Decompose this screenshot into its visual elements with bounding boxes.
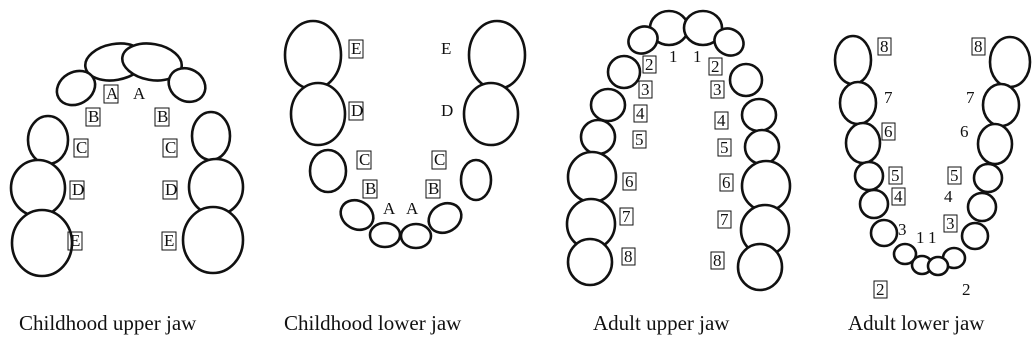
label-8-right: 8: [974, 37, 983, 56]
label-3-right: 3: [713, 80, 722, 99]
label-2-left: 2: [645, 55, 654, 74]
label-2-right: 2: [962, 280, 971, 299]
tooth-4-left: [591, 89, 625, 121]
caption-adult-upper-jaw: Adult upper jaw: [593, 311, 729, 336]
tooth-6-right: [742, 161, 790, 211]
label-C-left: C: [359, 150, 370, 169]
tooth-7-left: [840, 82, 876, 124]
tooth-D-right: [464, 83, 518, 145]
tooth-3-left: [871, 220, 897, 246]
tooth-8-left: [568, 239, 612, 285]
label-4-right: 4: [944, 187, 953, 206]
label-C-right: C: [165, 138, 176, 157]
tooth-4-left: [860, 190, 888, 218]
label-8-left: 8: [880, 37, 889, 56]
label-5-right: 5: [720, 138, 729, 157]
label-7-left: 7: [884, 88, 893, 107]
tooth-E-left: [285, 21, 341, 89]
label-4-left: 4: [636, 104, 645, 123]
label-B-left: B: [88, 107, 99, 126]
tooth-E-right: [183, 207, 243, 273]
label-3-left: 3: [641, 80, 650, 99]
label-D-left: D: [72, 180, 84, 199]
tooth-3-left: [608, 56, 640, 88]
label-E-right: E: [441, 39, 451, 58]
tooth-A-left: [370, 223, 400, 247]
label-2-left: 2: [876, 280, 885, 299]
label-6-left: 6: [884, 122, 893, 141]
tooth-6-left: [846, 123, 880, 163]
label-1-right: 1: [693, 47, 702, 66]
tooth-4-right: [742, 99, 776, 131]
tooth-6-left: [568, 152, 616, 202]
tooth-8-right: [990, 37, 1030, 87]
label-8-left: 8: [624, 247, 633, 266]
tooth-5-left: [581, 120, 615, 154]
tooth-D-left: [291, 83, 345, 145]
label-1-right: 1: [928, 228, 937, 247]
label-D-right: D: [165, 180, 177, 199]
label-B-left: B: [365, 179, 376, 198]
label-1-left: 1: [669, 47, 678, 66]
tooth-8-left: [835, 36, 871, 84]
label-5-left: 5: [891, 166, 900, 185]
tooth-7-right: [983, 84, 1019, 126]
tooth-C-left: [310, 150, 346, 192]
tooth-4-right: [968, 193, 996, 221]
label-1-left: 1: [916, 228, 925, 247]
tooth-3-right: [962, 223, 988, 249]
tooth-A-right: [401, 224, 431, 248]
label-boxes: [349, 40, 446, 198]
tooth-E-left: [12, 210, 72, 276]
label-6-left: 6: [625, 172, 634, 191]
tooth-E-right: [469, 21, 525, 89]
label-6-right: 6: [960, 122, 969, 141]
label-7-right: 7: [720, 210, 729, 229]
label-7-right: 7: [966, 88, 975, 107]
adult-upper-jaw: 1 1 2 2 3 3 4 4 5 5 6 6 7 7 8 8: [567, 11, 790, 290]
label-E-left: E: [70, 231, 80, 250]
label-B-right: B: [428, 179, 439, 198]
tooth-C-right: [461, 160, 491, 200]
label-5-left: 5: [635, 130, 644, 149]
caption-childhood-upper-jaw: Childhood upper jaw: [19, 311, 196, 336]
tooth-6-right: [978, 124, 1012, 164]
label-B-right: B: [157, 107, 168, 126]
label-6-right: 6: [722, 173, 731, 192]
tooth-5-right: [745, 130, 779, 164]
tooth-5-left: [855, 162, 883, 190]
tooth-5-right: [974, 164, 1002, 192]
label-3-right: 3: [946, 214, 955, 233]
label-A-right: A: [406, 199, 419, 218]
label-A-left: A: [383, 199, 396, 218]
tooth-8-right: [738, 244, 782, 290]
label-E-left: E: [351, 39, 361, 58]
adult-lower-jaw: 8 8 7 7 6 6 5 5 4 4 3 3 1 1 2 2: [835, 36, 1030, 299]
childhood-lower-jaw: E E D D C C B B A A: [285, 21, 525, 248]
label-D-left: D: [351, 101, 363, 120]
label-5-right: 5: [950, 166, 959, 185]
label-4-left: 4: [894, 187, 903, 206]
label-C-left: C: [76, 138, 87, 157]
label-2-right: 2: [711, 57, 720, 76]
tooth-C-left: [28, 116, 68, 164]
childhood-upper-jaw: A A B B C C D D E E: [11, 39, 243, 276]
label-3-left: 3: [898, 220, 907, 239]
label-A-right: A: [133, 84, 146, 103]
label-D-right: D: [441, 101, 453, 120]
tooth-1-right: [928, 257, 948, 275]
label-4-right: 4: [717, 111, 726, 130]
tooth-D-left: [11, 160, 65, 216]
label-E-right: E: [164, 231, 174, 250]
label-8-right: 8: [713, 251, 722, 270]
label-7-left: 7: [622, 207, 631, 226]
label-C-right: C: [434, 150, 445, 169]
label-A-left: A: [106, 84, 119, 103]
tooth-3-right: [730, 64, 762, 96]
caption-childhood-lower-jaw: Childhood lower jaw: [284, 311, 461, 336]
caption-adult-lower-jaw: Adult lower jaw: [848, 311, 984, 336]
tooth-C-right: [192, 112, 230, 160]
